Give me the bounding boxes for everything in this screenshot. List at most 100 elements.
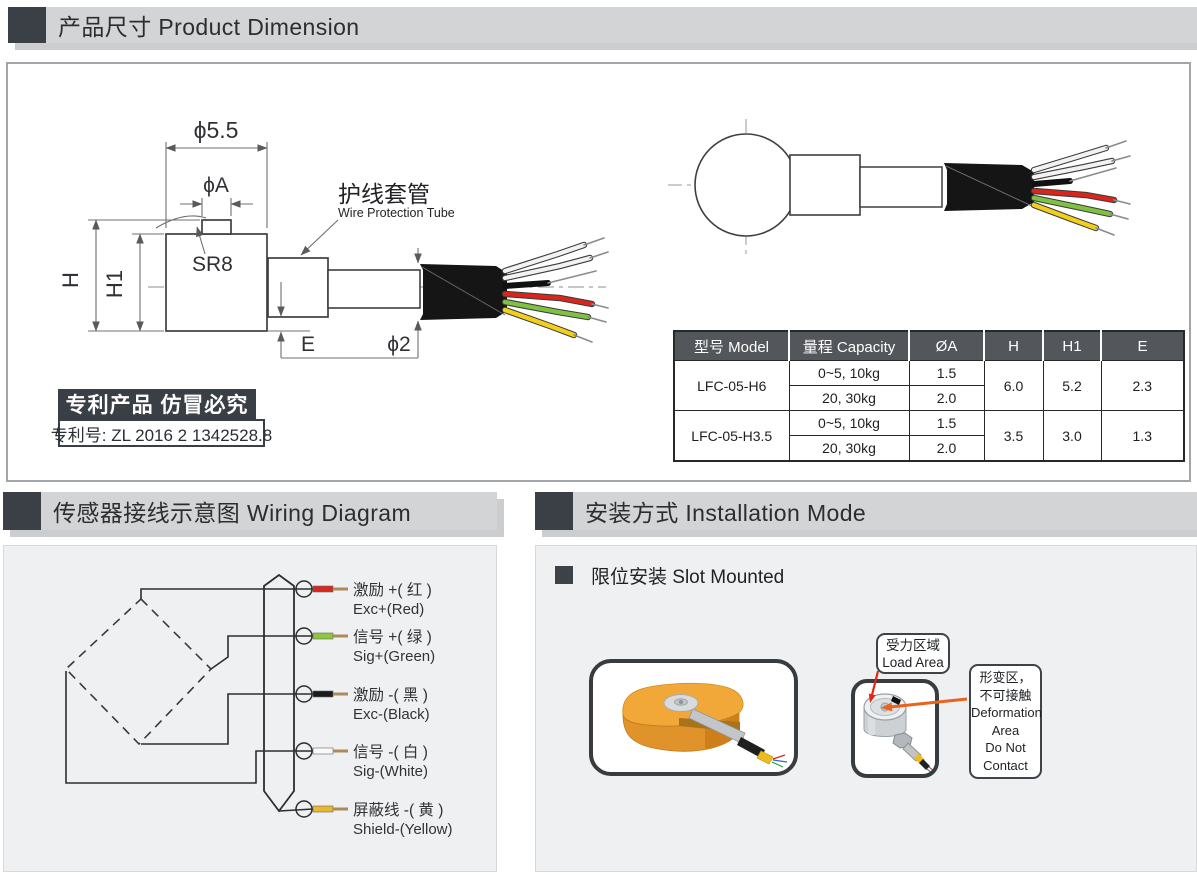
terminal-label-cn: 信号 +( 绿 ) [353, 628, 432, 646]
dim-label-top-width: ϕ5.5 [194, 117, 239, 143]
wire-white-segment [312, 747, 334, 755]
cell-capacity: 0~5, 10kg [788, 360, 910, 386]
cable-sheath-top [944, 163, 1034, 211]
cell-dia-a: 2.0 [908, 385, 985, 411]
installation-panel: 限位安装 Slot Mounted [535, 545, 1197, 872]
cell-dia-a: 1.5 [908, 360, 985, 386]
top-view-drawing [668, 119, 1131, 256]
patent-claim-banner: 专利产品 仿冒必究 [58, 389, 256, 419]
section-marker-square [535, 492, 573, 530]
terminal-label-cn: 屏蔽线 -( 黄 ) [353, 801, 443, 819]
cable-bundle-outline [263, 573, 295, 813]
dimension-drawing: ϕ5.5 ϕA SR8 H H1 E ϕ2 护线套管 Wire Protecti… [58, 117, 1131, 359]
table-row: 20, 30kg 2.0 [674, 435, 1184, 462]
terminal-label-en: Shield-(Yellow) [353, 821, 453, 838]
load-area-callout: 受力区域 Load Area [876, 633, 950, 674]
cable-connector-yellow [756, 750, 774, 765]
bridge-connections [65, 588, 314, 812]
cell-e: 2.3 [1100, 360, 1185, 411]
slot-mounted-image [589, 659, 798, 776]
terminal-label-cn: 信号 -( 白 ) [353, 743, 428, 761]
wiring-diagram-panel: 激励 +( 红 ) Exc+(Red) 信号 +( 绿 ) Sig+(Green… [3, 545, 497, 872]
load-area-cn: 受力区域 [886, 638, 940, 653]
dim-label-sphere-radius: SR8 [192, 253, 233, 276]
terminal-label-cn: 激励 -( 黑 ) [353, 686, 428, 704]
sensor-body-outline [165, 233, 268, 332]
section-marker-square [3, 492, 41, 530]
section-title-wiring: 传感器接线示意图 Wiring Diagram [53, 500, 412, 526]
dim-label-boss-dia: ϕA [203, 174, 229, 197]
terminal-label-en: Sig+(Green) [353, 648, 435, 665]
tube-label-en: Wire Protection Tube [338, 206, 455, 220]
col-header-model: 型号 Model [674, 331, 789, 361]
wire-fan-top [1030, 140, 1131, 236]
wire-red-segment [312, 585, 334, 593]
deformation-line: Deformation [971, 705, 1042, 720]
cell-h: 6.0 [983, 360, 1044, 411]
tube-top-outline [789, 154, 861, 216]
deformation-line: 不可接触 [979, 687, 1032, 703]
col-header-h1: H1 [1042, 331, 1101, 361]
deformation-line: Area [991, 722, 1020, 738]
section-marker-square [8, 7, 46, 43]
sensor-closeup-image [851, 679, 939, 778]
deformation-callout: 形变区， 不可接触 Deformation Area Do Not Contac… [969, 664, 1042, 779]
cell-capacity: 0~5, 10kg [788, 410, 910, 436]
section-header-wiring: 传感器接线示意图 Wiring Diagram [3, 492, 497, 530]
cell-h1: 5.2 [1042, 360, 1102, 411]
cell-e: 1.3 [1100, 410, 1185, 462]
dim-label-cable-dia: ϕ2 [387, 333, 410, 356]
col-header-e: E [1100, 331, 1184, 361]
wire-green-segment [312, 632, 334, 640]
col-header-h: H [983, 331, 1043, 361]
wire-tips [771, 754, 788, 768]
cable-outline [327, 269, 421, 309]
cell-model: LFC-05-H6 [673, 360, 790, 411]
table-row: 20, 30kg 2.0 [674, 385, 1184, 411]
mode-label: 限位安装 Slot Mounted [591, 567, 785, 588]
cell-h1: 3.0 [1042, 410, 1102, 462]
product-dimension-panel: ϕ5.5 ϕA SR8 H H1 E ϕ2 护线套管 Wire Protecti… [6, 62, 1191, 482]
terminal-label-cn: 激励 +( 红 ) [353, 581, 432, 599]
dim-label-height-body: H1 [102, 270, 127, 298]
deformation-line: 形变区， [979, 670, 1032, 685]
mode-bullet-square [555, 566, 573, 584]
sensor-top-circle [694, 133, 798, 237]
terminal-label-en: Sig-(White) [353, 763, 428, 780]
load-boss-outline [201, 219, 232, 235]
section-title-installation: 安装方式 Installation Mode [585, 500, 867, 526]
cell-dia-a: 2.0 [908, 435, 985, 462]
terminal-label-en: Exc+(Red) [353, 601, 424, 618]
tube-label-cn: 护线套管 [338, 181, 430, 207]
slot-mounted-render [622, 682, 788, 768]
cell-capacity: 20, 30kg [788, 385, 910, 411]
cable-dark-tip [919, 759, 930, 770]
deformation-line: Contact [983, 757, 1028, 773]
cell-dia-a: 1.5 [908, 410, 985, 436]
bridge-diamond [64, 597, 213, 746]
section-header-product-dimension: 产品尺寸 Product Dimension [8, 7, 1197, 43]
col-header-dia-a: ØA [908, 331, 984, 361]
deformation-line: Do Not [985, 740, 1026, 755]
cell-h: 3.5 [983, 410, 1044, 462]
terminal-labels: 激励 +( 红 ) Exc+(Red) 信号 +( 绿 ) Sig+(Green… [353, 581, 453, 838]
section-header-installation: 安装方式 Installation Mode [535, 492, 1197, 530]
side-view-drawing: ϕ5.5 ϕA SR8 H H1 E ϕ2 护线套管 Wire Protecti… [58, 117, 609, 359]
terminal-label-en: Exc-(Black) [353, 706, 430, 723]
table-row: LFC-05-H6 0~5, 10kg 1.5 6.0 5.2 2.3 [673, 360, 1185, 411]
cell-model: LFC-05-H3.5 [673, 410, 790, 462]
terminals [295, 580, 348, 818]
wire-black-segment [312, 690, 334, 698]
dimension-lines [88, 142, 422, 359]
dim-label-tube-offset: E [301, 333, 315, 356]
spec-table-header-row: 型号 Model 量程 Capacity ØA H H1 E [674, 331, 1184, 361]
load-area-en: Load Area [882, 655, 944, 670]
wiring-diagram: 激励 +( 红 ) Exc+(Red) 信号 +( 绿 ) Sig+(Green… [64, 573, 453, 838]
wire-fan [501, 237, 609, 343]
wire-protection-tube-outline [267, 257, 329, 318]
spec-table: 型号 Model 量程 Capacity ØA H H1 E LFC-05-H6… [673, 330, 1185, 462]
wire-yellow-segment [312, 805, 334, 813]
col-header-capacity: 量程 Capacity [788, 331, 909, 361]
sensor-closeup-render [863, 693, 935, 774]
